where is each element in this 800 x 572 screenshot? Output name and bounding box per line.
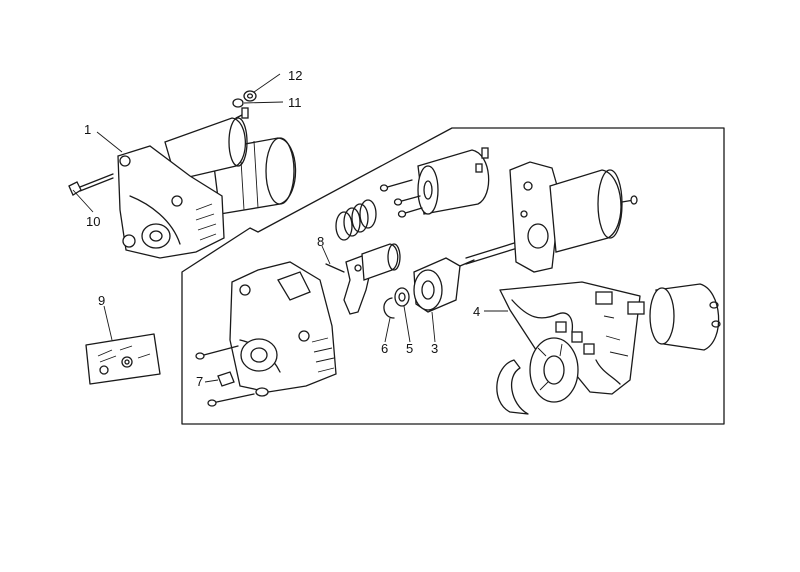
pin	[325, 263, 345, 273]
callout-12: 12	[288, 68, 302, 83]
exploded-view-frame	[181, 127, 725, 425]
pinion-drive	[413, 257, 475, 313]
motor-yoke	[509, 161, 638, 273]
nut-and-washer	[232, 90, 257, 108]
component-kit	[85, 333, 161, 385]
brushes	[595, 291, 645, 315]
callout-7: 7	[196, 374, 203, 389]
callout-1: 1	[84, 122, 91, 137]
callout-11: 11	[288, 95, 302, 110]
retaining-ring	[383, 297, 395, 319]
starter-assembly	[117, 107, 297, 259]
housing-bolts	[195, 345, 269, 407]
commutator-end-plate	[529, 337, 579, 403]
callout-9: 9	[98, 293, 105, 308]
solenoid-screws	[379, 179, 423, 218]
callout-8: 8	[317, 234, 324, 249]
callout-3: 3	[431, 341, 438, 356]
leader-lines	[72, 73, 508, 383]
thrust-washer	[394, 287, 410, 307]
callout-labels: 1 2 3 4 5 6 7 8 9 10 11 12	[84, 68, 480, 389]
callout-5: 5	[406, 341, 413, 356]
callout-6: 6	[381, 341, 388, 356]
callout-4: 4	[473, 304, 480, 319]
plunger-spring	[335, 199, 377, 241]
bolt	[68, 173, 114, 196]
end-cap	[649, 283, 721, 351]
drive-end-housing	[229, 261, 337, 393]
plunger	[361, 243, 401, 281]
callout-10: 10	[86, 214, 100, 229]
brush-holder-plate	[499, 281, 641, 395]
split-band	[496, 359, 529, 415]
solenoid	[417, 147, 490, 215]
